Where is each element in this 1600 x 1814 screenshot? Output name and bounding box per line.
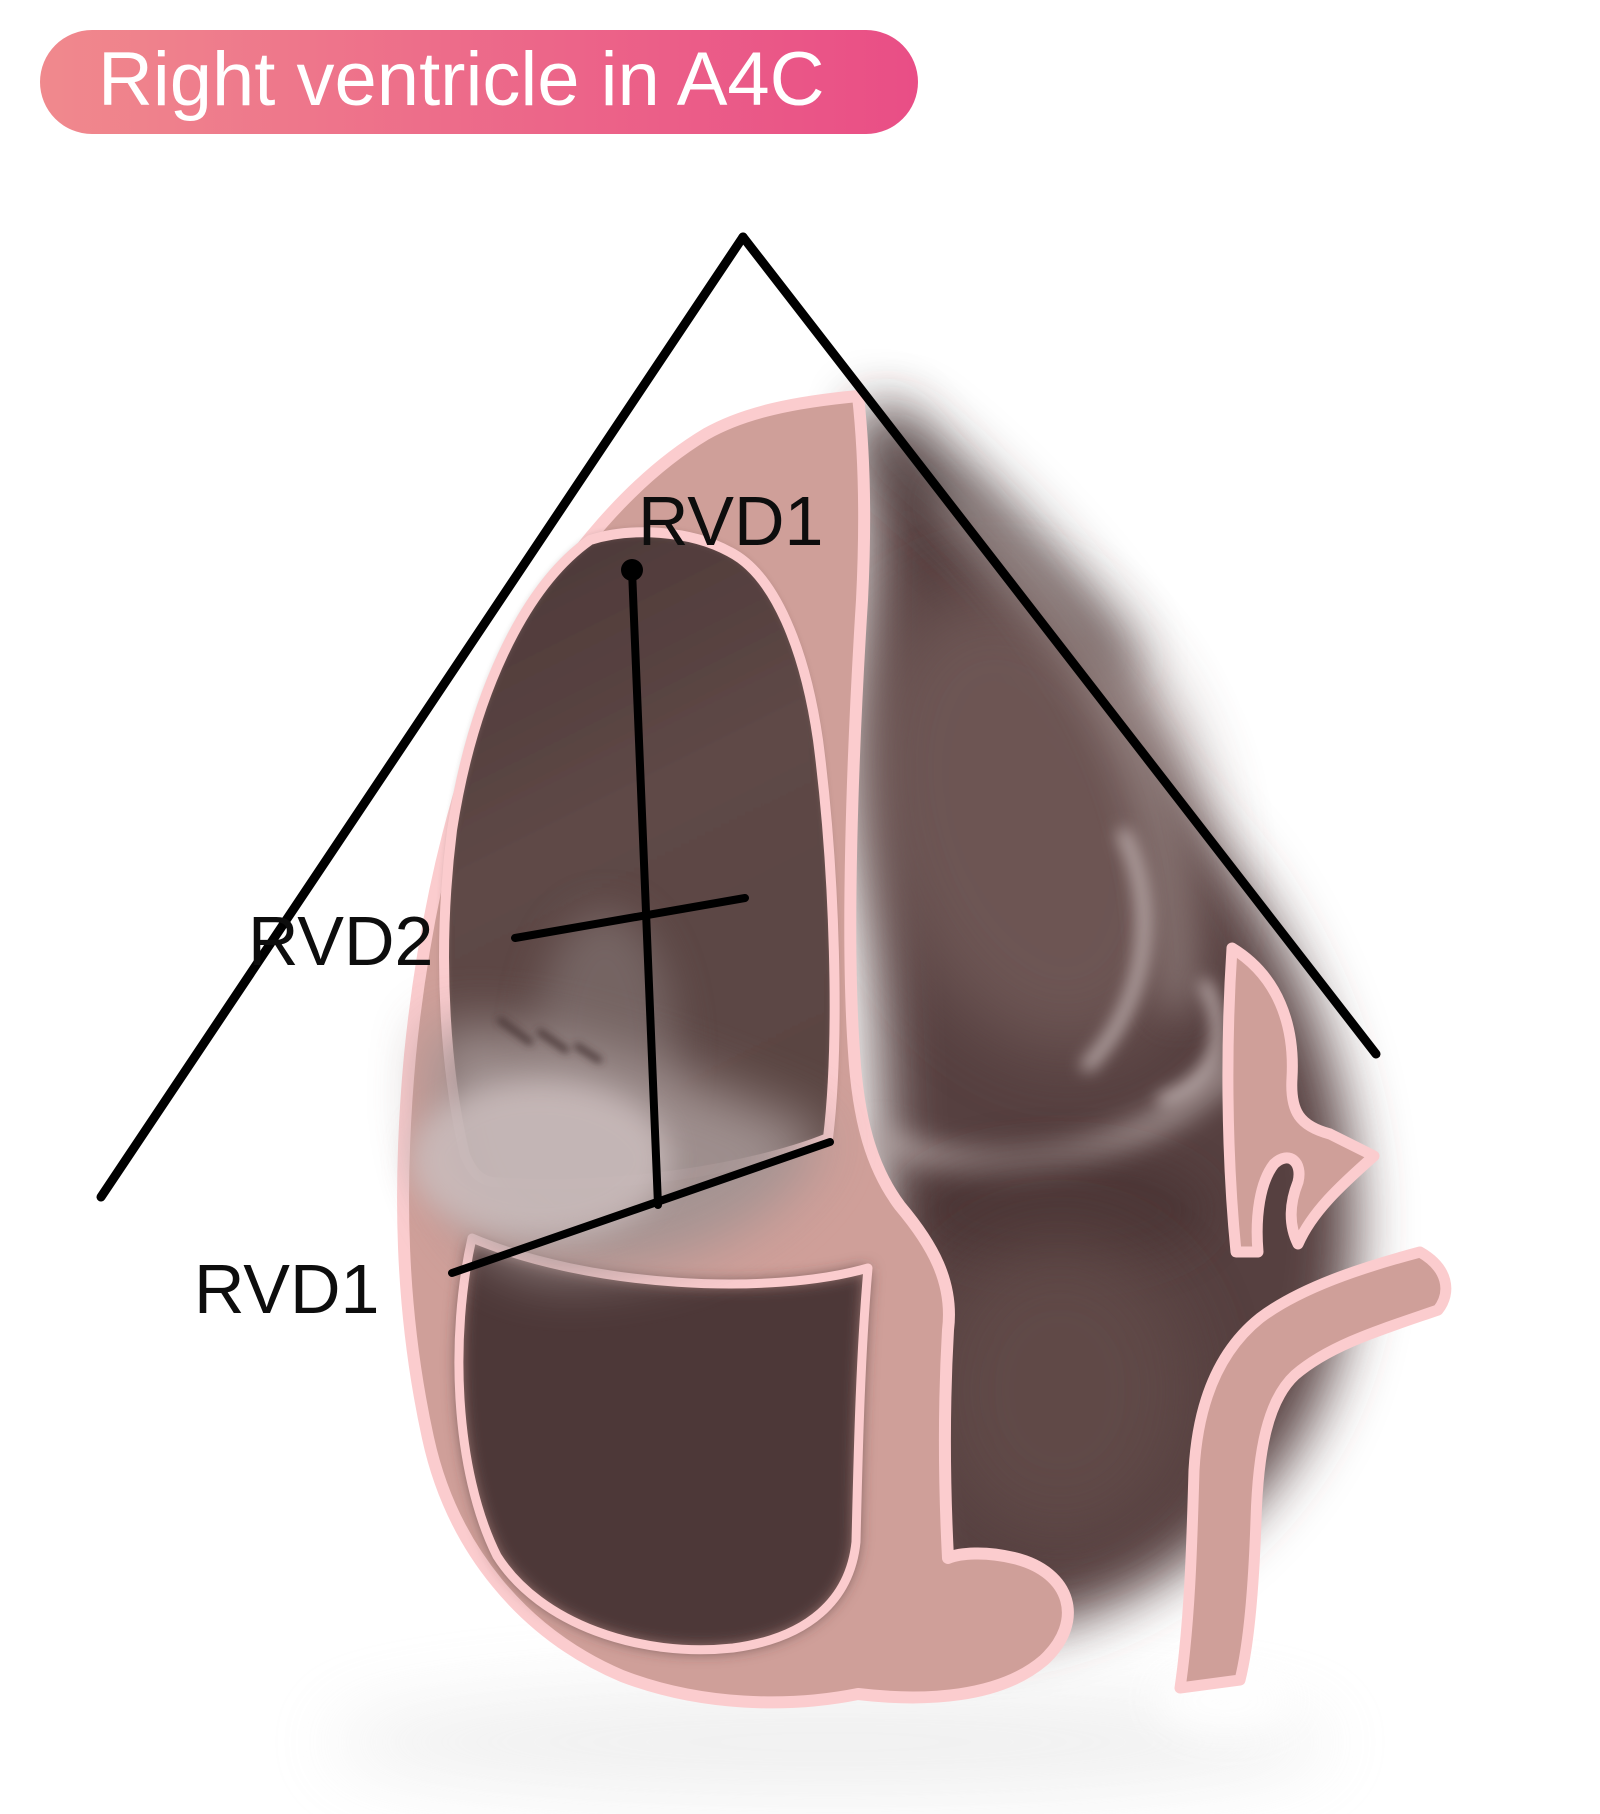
sector-line-right (738, 232, 1381, 1059)
lower-vein-band (1174, 1246, 1452, 1694)
label-rvd1-basal: RVD1 (194, 1250, 380, 1328)
rvd1-basal-line (448, 1138, 834, 1277)
upper-vein-band (1222, 942, 1380, 1258)
rv-longitudinal-line (628, 566, 662, 1209)
label-rvd2-mid: RVD2 (248, 902, 434, 980)
measurement-lines (448, 559, 834, 1277)
left-heart-chamber-mass (858, 402, 1355, 1734)
heart-drop-shadow (330, 1684, 1330, 1800)
tricuspid-valve-highlight (410, 1017, 826, 1272)
right-atrium-cavity (454, 1233, 873, 1655)
ultrasound-sector (96, 232, 1381, 1202)
sector-line-left (96, 232, 748, 1202)
label-rvd1-apex: RVD1 (638, 482, 824, 560)
title-badge-label: Right ventricle in A4C (98, 36, 825, 122)
pulmonary-vein-walls (1174, 942, 1452, 1694)
rvd2-mid-line (511, 894, 749, 942)
title-badge: Right ventricle in A4C (40, 30, 918, 134)
